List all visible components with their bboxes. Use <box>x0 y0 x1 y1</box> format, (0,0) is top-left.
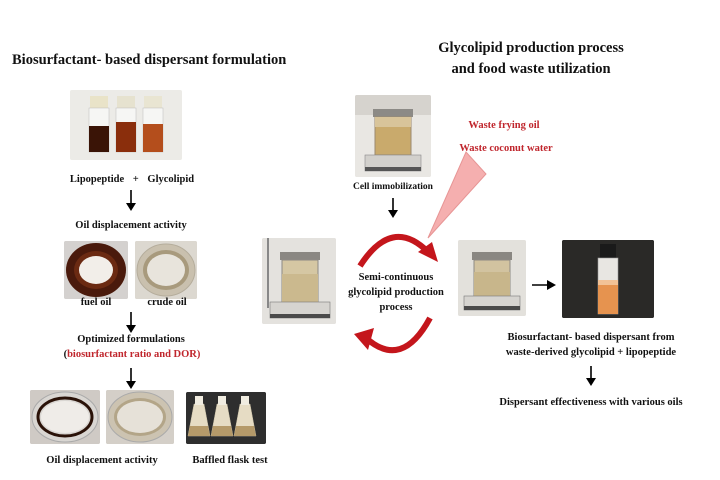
crude-oil-label: crude oil <box>147 297 187 308</box>
optimized-sub-paren: ( <box>63 349 68 360</box>
bottom-dish-2-photo <box>106 390 174 444</box>
oil-displacement-label: Oil displacement activity <box>75 220 187 231</box>
waste-frying-oil-label: Waste frying oil <box>468 120 540 131</box>
right-reactor-photo <box>458 240 526 316</box>
baffled-flask-label: Baffled flask test <box>192 455 268 466</box>
dispersant-line1: Biosurfactant- based dispersant from <box>507 332 675 343</box>
baffled-flask-photo <box>186 392 266 444</box>
down-arrow-3 <box>126 368 136 389</box>
plus-sign: + <box>132 174 139 185</box>
process-line2: glycolipid production <box>348 287 444 298</box>
waste-feed-funnel <box>427 151 487 239</box>
process-line3: process <box>379 302 413 313</box>
down-arrow-1 <box>126 190 136 211</box>
fuel-oil-label: fuel oil <box>80 297 112 308</box>
vials-photo <box>70 90 182 160</box>
right-title-line1: Glycolipid production process <box>438 40 624 56</box>
process-line1: Semi-continuous <box>358 272 434 283</box>
right-arrow <box>532 280 556 290</box>
cell-immobilization-photo <box>355 95 431 177</box>
fuel-oil-dish-photo <box>64 241 128 299</box>
glycolipid-label: Glycolipid <box>147 174 195 185</box>
lipopeptide-label: Lipopeptide <box>69 174 125 185</box>
optimized-sub-red: biosurfactant ratio and DOR) <box>67 349 201 360</box>
bottom-oil-displacement-label: Oil displacement activity <box>46 455 158 466</box>
dispersant-vial-photo <box>562 240 654 318</box>
dispersant-line2: waste-derived glycolipid + lipopeptide <box>505 347 677 358</box>
optimized-formulations-label: Optimized formulations <box>77 334 185 345</box>
waste-coconut-water-label: Waste coconut water <box>459 143 553 154</box>
cell-immobilization-label: Cell immobilization <box>353 182 433 192</box>
bottom-dish-1-photo <box>30 390 100 444</box>
left-reactor-photo <box>262 238 336 324</box>
crude-oil-dish-photo <box>135 241 197 299</box>
formulation-label: Lipopeptide + Glycolipid <box>62 174 202 185</box>
right-title-line2: and food waste utilization <box>451 61 611 77</box>
optimized-formulations-sub: (biosurfactant ratio and DOR) <box>44 349 220 360</box>
down-arrow-cell <box>388 198 398 218</box>
cycle-arrow-bottom <box>354 316 433 354</box>
down-arrow-2 <box>126 312 136 333</box>
dispersant-effectiveness-label: Dispersant effectiveness with various oi… <box>499 397 683 408</box>
cycle-arrow-top <box>357 233 438 268</box>
down-arrow-dispersant <box>586 366 596 386</box>
left-panel-title: Biosurfactant- based dispersant formulat… <box>12 52 287 68</box>
